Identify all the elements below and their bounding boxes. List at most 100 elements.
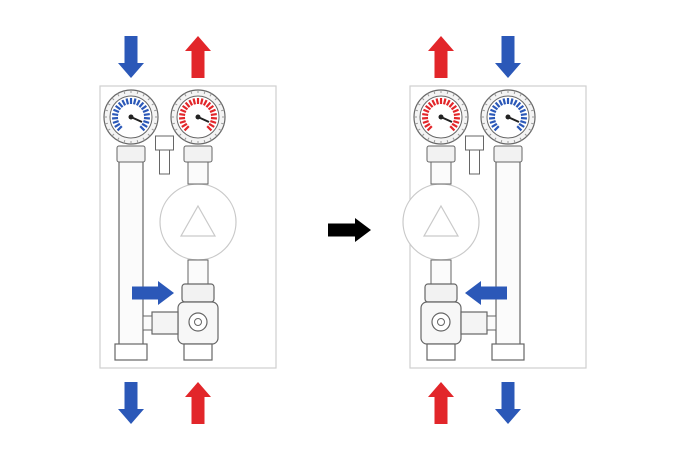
gauge-tick xyxy=(453,112,460,117)
gauge-tick xyxy=(207,104,215,111)
gauge-knurl xyxy=(203,90,206,94)
gauge-knurl xyxy=(524,97,528,101)
thermometer-gauge-icon xyxy=(480,89,536,145)
pump-triangle-icon xyxy=(422,204,460,237)
gauge-knurl xyxy=(531,109,535,112)
gauge-tick xyxy=(519,108,526,114)
valve-base-fitting xyxy=(183,343,213,361)
gauge-knurl xyxy=(104,122,108,125)
gauge-tick xyxy=(518,122,525,128)
gauge-tick xyxy=(143,119,150,124)
gauge-knurl xyxy=(494,137,497,141)
gauge-tick xyxy=(453,119,460,124)
gauge-knurl xyxy=(184,137,187,141)
down-arrow-icon xyxy=(495,36,521,78)
up-arrow-icon xyxy=(185,36,211,78)
gauge-knurl xyxy=(414,122,418,125)
gauge-knurl xyxy=(528,103,532,106)
gauge-knurl xyxy=(203,140,206,144)
pump-housing xyxy=(159,183,237,261)
thermometer-gauge-icon xyxy=(413,89,469,145)
gauge-hub xyxy=(128,114,134,120)
gauge-knurl xyxy=(513,140,516,144)
gauge-tick xyxy=(423,108,430,114)
gauge-tick xyxy=(493,125,500,132)
gauge-knurl xyxy=(178,133,182,137)
gauge-tick xyxy=(114,104,122,111)
gauge-knurl xyxy=(154,109,158,112)
gauge-knurl xyxy=(417,103,421,106)
return-pipe xyxy=(118,159,144,349)
union-nut xyxy=(493,145,523,163)
pipe-base-fitting xyxy=(114,343,148,361)
gauge-tick xyxy=(141,122,148,128)
gauge-knurl xyxy=(500,140,503,144)
gauge-knurl xyxy=(178,97,182,101)
gauge-knurl xyxy=(123,140,126,144)
gauge-tick xyxy=(516,125,523,132)
valve-knob xyxy=(188,312,208,332)
gauge-knurl xyxy=(457,97,461,101)
gauge-knurl xyxy=(117,93,120,97)
pump-housing xyxy=(402,183,480,261)
flow-arrow-icon xyxy=(465,281,507,305)
valve-top-nut xyxy=(424,283,458,303)
gauge-tick xyxy=(142,108,149,114)
gauge-knurl xyxy=(221,122,225,125)
gauge-knurl xyxy=(421,97,425,101)
gauge-tick xyxy=(520,112,527,117)
gauge-knurl xyxy=(417,128,421,131)
gauge-tick xyxy=(442,98,447,105)
gauge-knurl xyxy=(484,103,488,106)
gauge-hub xyxy=(195,114,201,120)
gauge-tick xyxy=(427,101,434,108)
check-valve xyxy=(159,149,170,175)
gauge-tick xyxy=(209,108,216,114)
gauge-tick xyxy=(125,98,130,105)
supply-pipe-upper xyxy=(430,159,452,185)
gauge-tick xyxy=(179,112,186,117)
gauge-tick xyxy=(181,122,188,128)
gauge-knurl xyxy=(214,97,218,101)
gauge-tick xyxy=(498,99,504,106)
gauge-knurl xyxy=(147,133,151,137)
flow-arrow-icon xyxy=(132,281,174,305)
valve-top-nut xyxy=(181,283,215,303)
down-arrow-icon xyxy=(118,36,144,78)
gauge-tick xyxy=(515,101,522,108)
thermometer-gauge-icon xyxy=(170,89,226,145)
gauge-knurl xyxy=(151,128,155,131)
gauge-tick xyxy=(205,101,212,108)
pump-group-original xyxy=(99,36,277,424)
gauge-knurl xyxy=(528,128,532,131)
gauge-knurl xyxy=(446,90,449,94)
gauge-knurl xyxy=(107,128,111,131)
gauge-knurl xyxy=(464,109,468,112)
gauge-knurl xyxy=(209,137,212,141)
gauge-tick xyxy=(206,125,213,132)
supply-pipe-lower xyxy=(430,259,452,287)
gauge-tick xyxy=(202,99,208,106)
gauge-tick xyxy=(502,98,507,105)
gauge-tick xyxy=(450,104,458,111)
gauge-knurl xyxy=(433,90,436,94)
gauge-hub xyxy=(505,114,511,120)
gauge-knurl xyxy=(457,133,461,137)
gauge-tick xyxy=(210,119,217,124)
gauge-tick xyxy=(135,99,141,106)
gauge-knurl xyxy=(107,103,111,106)
gauge-tick xyxy=(112,112,119,117)
gauge-knurl xyxy=(218,103,222,106)
gauge-tick xyxy=(139,125,146,132)
gauge-tick xyxy=(424,122,431,128)
union-nut xyxy=(116,145,146,163)
gauge-tick xyxy=(117,101,124,108)
gauge-knurl xyxy=(218,128,222,131)
gauge-tick xyxy=(143,112,150,117)
gauge-knurl xyxy=(142,93,145,97)
gauge-knurl xyxy=(446,140,449,144)
right-arrow-icon xyxy=(328,218,371,242)
gauge-tick xyxy=(422,112,429,117)
gauge-knurl xyxy=(488,97,492,101)
supply-pipe-lower xyxy=(187,259,209,287)
